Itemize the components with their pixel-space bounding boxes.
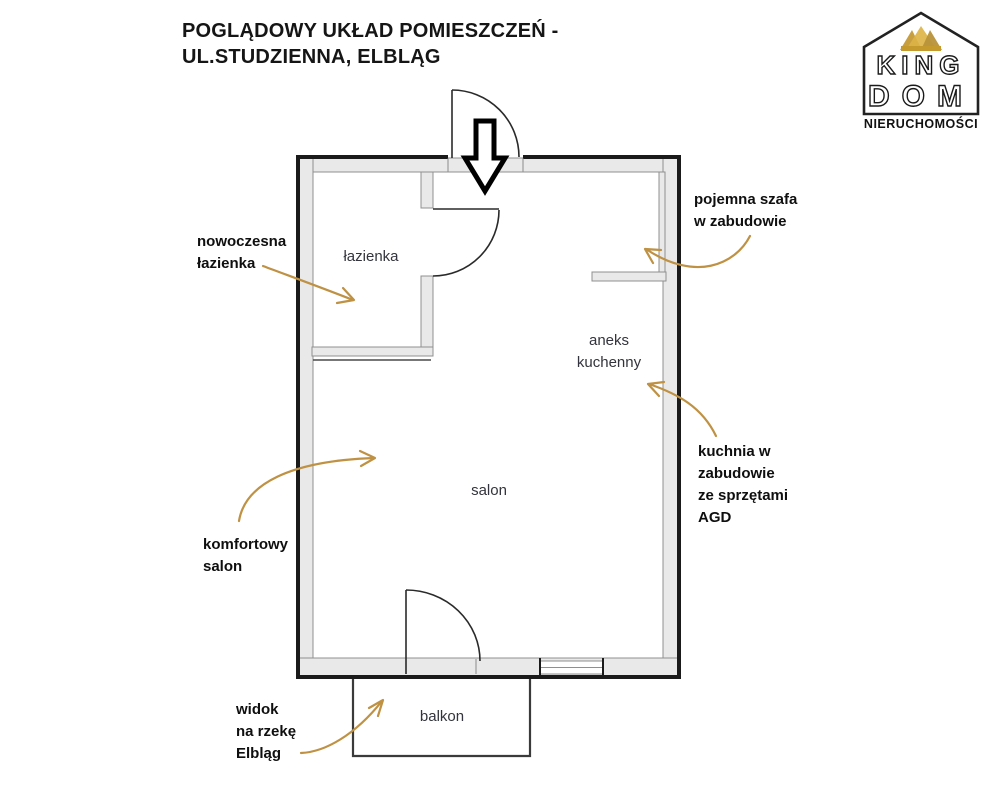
note-balcony-line2: na rzekę bbox=[236, 723, 297, 740]
bathroom-door-arc bbox=[432, 209, 500, 277]
balcony-note-arrow bbox=[299, 699, 384, 755]
note-wardrobe-line2: w zabudowie bbox=[694, 213, 787, 230]
top-edge-right-segment bbox=[523, 155, 681, 159]
logo-subtitle: NIERUCHOMOŚCI bbox=[864, 116, 978, 131]
wardrobe-note-arrow bbox=[644, 234, 752, 269]
annotation-arrows bbox=[237, 234, 752, 755]
room-label-bathroom: łazienka bbox=[343, 248, 399, 265]
wardrobe-note-arrowhead bbox=[643, 247, 663, 265]
agency-logo: KING DOM NIERUCHOMOŚCI bbox=[862, 11, 980, 131]
bathroom-wall-upper bbox=[420, 171, 434, 209]
note-balcony-line1: widok bbox=[236, 701, 279, 718]
page-title: POGLĄDOWY UKŁAD POMIESZCZEŃ - UL.STUDZIE… bbox=[182, 18, 559, 70]
living-note-arrowhead bbox=[358, 449, 377, 468]
room-label-kitchen-line2: kuchenny bbox=[576, 354, 642, 371]
balcony-outline bbox=[351, 679, 532, 758]
kitchen-note-arrow bbox=[647, 382, 718, 438]
note-wardrobe: pojemna szafa w zabudowie bbox=[694, 189, 797, 233]
kitchen-note-arrowhead bbox=[646, 380, 666, 398]
entrance-door-arc bbox=[451, 89, 520, 158]
title-line-1: POGLĄDOWY UKŁAD POMIESZCZEŃ - bbox=[182, 20, 559, 42]
interior-walls bbox=[311, 171, 667, 361]
note-kitchen-line1: kuchnia w bbox=[698, 443, 771, 460]
right-edge bbox=[677, 155, 681, 679]
left-edge bbox=[296, 155, 300, 679]
note-balcony: widok na rzekę Elbląg bbox=[236, 699, 296, 765]
balcony-door bbox=[405, 589, 481, 674]
entrance-arrow-icon bbox=[460, 118, 510, 196]
note-kitchen-line4: AGD bbox=[698, 509, 732, 526]
logo-word-king: KING bbox=[877, 50, 966, 80]
bottom-edge bbox=[296, 675, 681, 679]
note-balcony-line3: Elbląg bbox=[236, 745, 282, 762]
crown-icon bbox=[900, 26, 942, 51]
bathroom-note-arrowhead bbox=[335, 286, 356, 305]
window bbox=[539, 658, 604, 677]
note-kitchen-line3: ze sprzętami bbox=[698, 487, 789, 504]
note-bathroom: nowoczesna łazienka bbox=[197, 231, 286, 275]
logo-house-outline bbox=[862, 11, 980, 116]
note-living: komfortowy salon bbox=[203, 534, 288, 578]
note-bathroom-line2: łazienka bbox=[197, 255, 256, 272]
logo-word-dom: DOM bbox=[868, 80, 974, 113]
note-wardrobe-line1: pojemna szafa bbox=[694, 191, 798, 208]
bathroom-bottom-wall bbox=[311, 346, 434, 357]
room-label-living: salon bbox=[471, 482, 507, 499]
top-edge-left-segment bbox=[296, 155, 448, 159]
room-label-kitchen-line1: aneks bbox=[588, 332, 630, 349]
title-line-2: UL.STUDZIENNA, ELBLĄG bbox=[182, 46, 441, 68]
balcony-door-arc bbox=[405, 589, 481, 662]
note-kitchen-line2: zabudowie bbox=[698, 465, 775, 482]
room-label-balcony: balkon bbox=[419, 708, 465, 725]
wardrobe-stub-wall bbox=[591, 271, 667, 282]
note-bathroom-line1: nowoczesna bbox=[197, 233, 287, 250]
note-living-line1: komfortowy bbox=[203, 536, 289, 553]
living-note-arrow bbox=[237, 456, 376, 523]
bathroom-wall-lower bbox=[420, 275, 434, 357]
bathroom-door bbox=[432, 208, 500, 277]
outer-walls bbox=[296, 155, 681, 679]
room-label-kitchen: aneks kuchenny bbox=[577, 330, 641, 374]
balcony-note-arrowhead bbox=[367, 698, 385, 718]
note-kitchen: kuchnia w zabudowie ze sprzętami AGD bbox=[698, 441, 788, 529]
note-living-line2: salon bbox=[203, 558, 243, 575]
bathroom-note-arrow bbox=[261, 264, 355, 302]
entrance-door bbox=[447, 89, 524, 172]
